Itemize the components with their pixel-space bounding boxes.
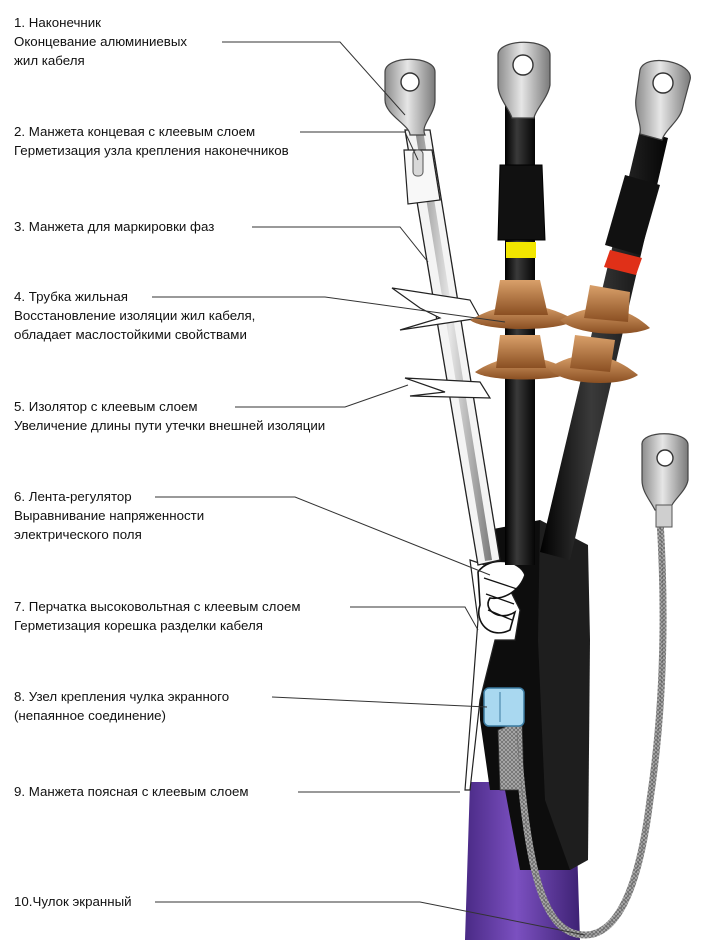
leader-line-4 [152,296,506,323]
label-6-line-2: Выравнивание напряженности [14,508,205,523]
leader-line-7 [350,606,479,631]
label-3-line-1: 3. Манжета для маркировки фаз [14,219,215,234]
screen-clamp [483,687,525,727]
leader-lines [152,41,586,936]
label-6-stress-tape: 6. Лента-регулятор Выравнивание напряжен… [14,487,204,544]
cable-core-2 [470,105,575,565]
leader-line-3 [252,226,429,263]
leader-line-10 [155,901,586,936]
leader-line-6 [155,496,491,576]
earth-lug [641,433,689,528]
label-1-lug: 1. Наконечник Оконцевание алюминиевых жи… [14,13,187,70]
screen-braid [511,519,667,939]
label-4-line-1: 4. Трубка жильная [14,289,128,304]
label-6-line-3: электрического поля [14,527,142,542]
phase-marker-red [604,250,642,275]
label-5-insulator: 5. Изолятор с клеевым слоем Увеличение д… [14,397,325,435]
label-1-line-2: Оконцевание алюминиевых [14,34,188,49]
label-2-line-1: 2. Манжета концевая с клеевым слоем [14,124,256,139]
cable-lug-1 [384,58,436,177]
label-8-line-2: (непаянное соединение) [14,708,166,723]
label-9-belt-sleeve: 9. Манжета поясная с клеевым слоем [14,782,249,801]
leader-line-5 [235,384,409,408]
label-4-line-3: обладает маслостойкими свойствами [14,327,247,342]
label-7-line-1: 7. Перчатка высоковольтная с клеевым сло… [14,599,301,614]
cable-core-1 [391,129,501,566]
label-1-line-1: 1. Наконечник [14,15,101,30]
label-7-line-2: Герметизация корешка разделки кабеля [14,618,263,633]
phase-marker-yellow [506,242,536,258]
label-10-line-1: 10.Чулок экранный [14,894,132,909]
label-2-line-2: Герметизация узла крепления наконечников [14,143,289,158]
label-5-line-1: 5. Изолятор с клеевым слоем [14,399,198,414]
label-2-end-sleeve: 2. Манжета концевая с клеевым слоем Герм… [14,122,289,160]
label-1-line-3: жил кабеля [14,53,85,68]
cable-core-3 [540,130,668,560]
label-6-line-1: 6. Лента-регулятор [14,489,132,504]
label-4-line-2: Восстановление изоляции жил кабеля, [14,308,256,323]
label-10-braid: 10.Чулок экранный [14,892,132,911]
leader-line-1 [222,41,406,116]
label-8-line-1: 8. Узел крепления чулка экранного [14,689,230,704]
leader-line-8 [271,696,488,708]
label-3-phase-marker: 3. Манжета для маркировки фаз [14,217,214,236]
cable-lug-2 [497,41,551,119]
leader-line-2 [300,131,419,161]
cable-lug-3 [635,59,691,141]
label-5-line-2: Увеличение длины пути утечки внешней изо… [14,418,326,433]
label-8-clamp: 8. Узел крепления чулка экранного (непая… [14,687,229,725]
label-9-line-1: 9. Манжета поясная с клеевым слоем [14,784,249,799]
label-4-core-tube: 4. Трубка жильная Восстановление изоляци… [14,287,255,344]
label-7-glove: 7. Перчатка высоковольтная с клеевым сло… [14,597,301,635]
